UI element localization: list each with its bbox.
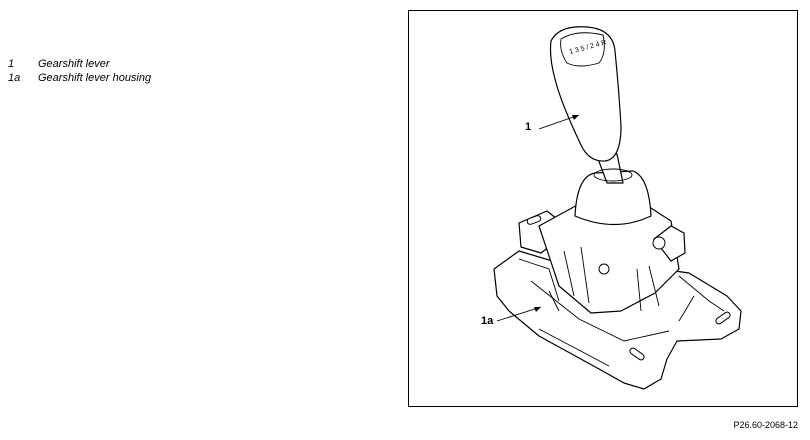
housing-rib	[538, 328, 610, 367]
gearshift-illustration: 1 3 5 / 2 4 R	[493, 26, 742, 390]
legend-label: Gearshift lever	[38, 58, 110, 70]
housing-rib	[648, 265, 660, 307]
callout-lever: 1	[525, 121, 532, 133]
housing-rib	[563, 250, 575, 297]
legend-key: 1	[8, 58, 15, 70]
callout-leader-lever	[538, 114, 580, 130]
housing-rib	[636, 268, 642, 312]
pivot-boss	[598, 263, 610, 275]
figure-frame: 1 3 5 / 2 4 R 1 1a	[408, 10, 798, 407]
knob-face	[560, 32, 605, 67]
housing-rib	[518, 258, 560, 302]
mount-slot	[629, 347, 645, 361]
legend-label: Gearshift lever housing	[38, 72, 152, 84]
housing-rib	[678, 295, 695, 322]
housing-rib	[530, 280, 670, 342]
pivot-boss	[652, 236, 666, 250]
legend-key: 1a	[8, 72, 21, 84]
arrowhead	[534, 307, 541, 312]
mount-slot	[526, 215, 542, 225]
legend-row-housing: 1a Gearshift lever housing	[8, 71, 151, 85]
housing-rib	[580, 246, 590, 304]
legend: 1 Gearshift lever 1a Gearshift lever hou…	[8, 57, 151, 85]
mount-slot	[715, 311, 731, 325]
lever-knob	[549, 26, 622, 162]
lever-boot	[574, 170, 652, 225]
arrowhead	[572, 115, 579, 120]
figure-code: P26.60-2068-12	[733, 420, 798, 430]
callout-leader-housing	[496, 306, 542, 322]
boot-collar	[593, 168, 633, 182]
housing-right-ear	[653, 225, 686, 262]
callout-housing: 1a	[481, 315, 494, 327]
legend-row-lever: 1 Gearshift lever	[8, 57, 151, 71]
housing-rib	[678, 275, 725, 312]
housing-rib	[548, 290, 560, 312]
